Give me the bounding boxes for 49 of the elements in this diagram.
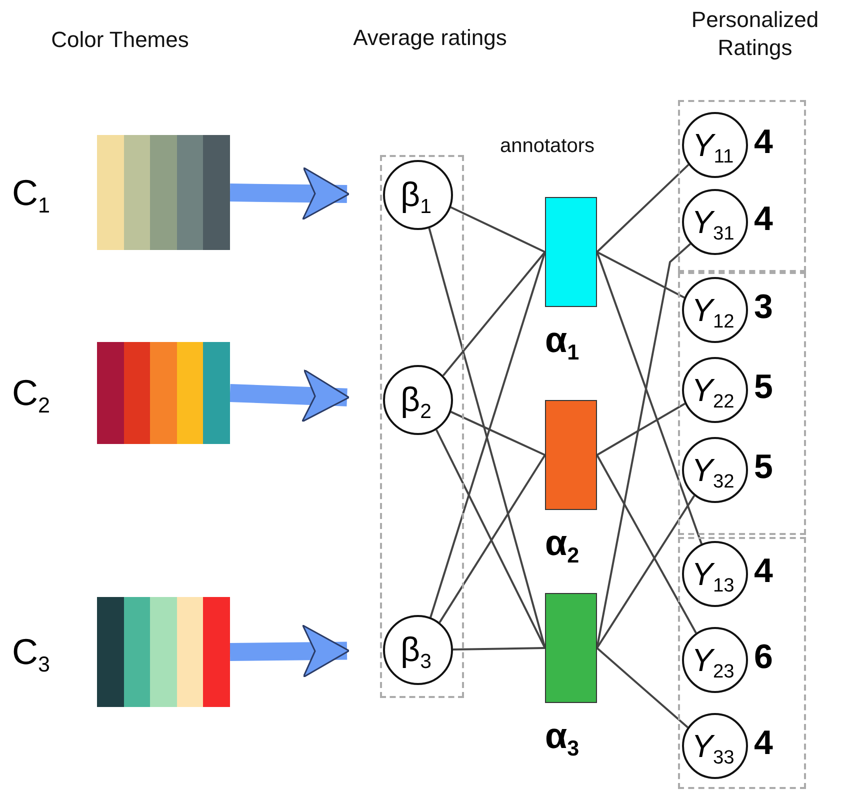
rating-value: 4 xyxy=(754,123,773,162)
column-heading: Personalized Ratings xyxy=(690,6,820,61)
rating-value: 3 xyxy=(754,288,773,327)
variable-circle: Y$_{32}$ xyxy=(682,437,748,503)
dashed-group-box xyxy=(678,100,806,272)
annotator-label: α$_{2}$ xyxy=(545,522,580,564)
connector-line xyxy=(596,454,697,634)
column-heading: Color Themes xyxy=(50,26,190,54)
annotator-label: α$_{1}$ xyxy=(545,319,580,361)
theme-label: C$_{2}$ xyxy=(12,371,50,420)
rating-value: 4 xyxy=(754,552,773,591)
variable-circle: Y$_{22}$ xyxy=(682,357,748,423)
connector-line xyxy=(450,410,546,456)
block-arrow xyxy=(230,166,350,220)
block-arrow xyxy=(230,369,350,422)
connector-line xyxy=(435,429,546,648)
variable-circle: Y$_{23}$ xyxy=(682,627,748,693)
theme-label: C$_{3}$ xyxy=(12,630,50,679)
variable-circle: Y$_{31}$ xyxy=(682,189,748,255)
variable-circle: Y$_{33}$ xyxy=(682,713,748,779)
dashed-group-box xyxy=(678,537,806,789)
connector-line xyxy=(452,647,546,651)
connector-line xyxy=(596,252,702,544)
dashed-group-box xyxy=(380,155,464,698)
rating-value: 6 xyxy=(754,638,773,677)
connector-line xyxy=(596,164,690,253)
block-arrow xyxy=(230,624,350,678)
rating-value: 4 xyxy=(754,724,773,763)
rating-value: 5 xyxy=(754,448,773,487)
dashed-group-box xyxy=(678,272,806,535)
column-heading: Average ratings xyxy=(352,24,508,52)
variable-circle: β$_{3}$ xyxy=(383,615,453,685)
annotator-label: α$_{3}$ xyxy=(545,715,580,757)
variable-circle: β$_{2}$ xyxy=(383,365,453,435)
connector-line xyxy=(438,454,546,623)
rating-value: 4 xyxy=(754,200,773,239)
variable-circle: Y$_{13}$ xyxy=(682,541,748,607)
variable-circle: Y$_{12}$ xyxy=(682,277,748,343)
variable-circle: β$_{1}$ xyxy=(383,160,453,230)
connector-line xyxy=(442,251,546,376)
rating-value: 5 xyxy=(754,368,773,407)
group-label: annotators xyxy=(500,135,595,158)
connector-line xyxy=(596,251,685,299)
variable-circle: Y$_{11}$ xyxy=(682,112,748,178)
connector-line xyxy=(596,495,696,649)
connector-line xyxy=(450,206,546,253)
theme-label: C$_{1}$ xyxy=(12,170,50,220)
connector-line xyxy=(596,647,688,728)
connector-line xyxy=(596,402,686,456)
